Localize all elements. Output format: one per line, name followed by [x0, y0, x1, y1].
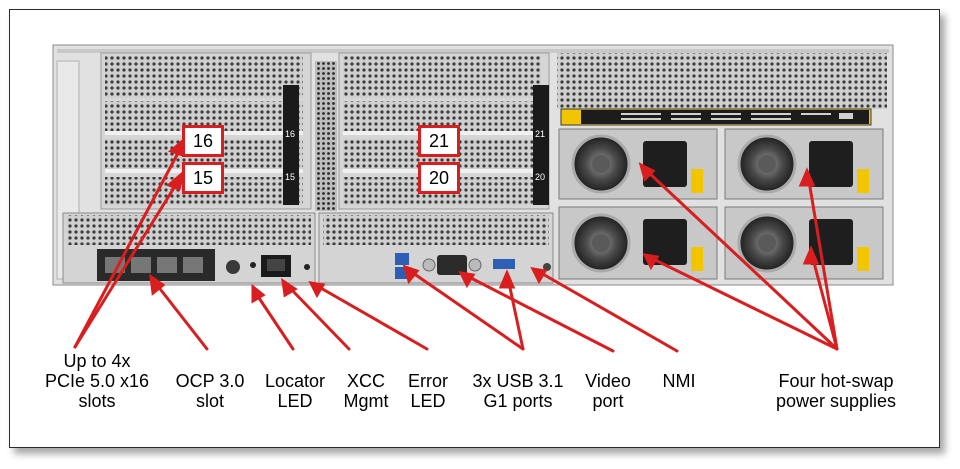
psu-callout-arrow-2: [807, 179, 839, 351]
callout-nmi-line-1: NMI: [662, 371, 696, 391]
callout-ocp-line-1: OCP 3.0: [175, 371, 245, 391]
callout-pcie-line-2: PCIe 5.0 x16: [44, 371, 150, 391]
ocp-callout-arrow: [155, 283, 209, 351]
callout-ocp-slot: OCP 3.0 slot: [170, 371, 250, 411]
psu-callout-arrow-4: [811, 257, 839, 351]
callout-locator-led: Locator LED: [260, 371, 330, 411]
error-callout-arrow: [317, 285, 429, 351]
callout-video-line-2: port: [592, 391, 624, 411]
locator-callout-arrow: [255, 293, 295, 351]
callout-xcc-mgmt: XCC Mgmt: [338, 371, 394, 411]
psu-2: [724, 128, 884, 200]
usb-port-right: [493, 259, 515, 269]
nmi-button: [543, 263, 551, 271]
slot-side-label-16: 16: [285, 129, 296, 139]
callout-pcie-line-3: slots: [78, 391, 116, 411]
callout-nmi: NMI: [654, 371, 704, 391]
video-port: [437, 255, 467, 275]
locator-led: [250, 262, 256, 268]
psu-3: [558, 206, 718, 280]
callout-error-line-2: LED: [410, 391, 446, 411]
callout-power-supplies: Four hot-swap power supplies: [766, 371, 906, 411]
callout-xcc-line-2: Mgmt: [343, 391, 389, 411]
callout-usb-line-2: G1 ports: [483, 391, 553, 411]
callout-video-line-1: Video: [585, 371, 631, 391]
callout-usb-ports: 3x USB 3.1 G1 ports: [468, 371, 568, 411]
slot-number-15: 15: [182, 162, 224, 194]
pcie-callout-arrow-15: [73, 181, 179, 349]
nmi-callout-arrow: [539, 271, 679, 353]
slot-number-16: 16: [182, 125, 224, 157]
callout-error-line-1: Error: [408, 371, 448, 391]
psu-1: [558, 128, 718, 200]
ocp-slot: [97, 249, 215, 281]
psu-callout-arrow-3: [651, 257, 839, 351]
callout-locator-line-2: LED: [277, 391, 313, 411]
callout-error-led: Error LED: [400, 371, 456, 411]
slot-side-label-15: 15: [285, 172, 296, 182]
video-callout-arrow: [467, 275, 615, 353]
usb-callout-arrow-1: [411, 271, 525, 351]
callout-usb-line-1: 3x USB 3.1: [472, 371, 564, 391]
callout-psu-line-1: Four hot-swap: [778, 371, 894, 391]
callout-ocp-line-2: slot: [195, 391, 224, 411]
pcie-callout-arrow-16: [73, 149, 181, 349]
xcc-callout-arrow: [287, 285, 351, 351]
callout-psu-line-2: power supplies: [775, 391, 897, 411]
slot-side-label-20: 20: [535, 172, 546, 182]
usb-callout-arrow-2: [507, 281, 525, 351]
slot-side-label-21: 21: [535, 129, 546, 139]
slot-number-20: 20: [418, 162, 460, 194]
slot-number-21: 21: [418, 125, 460, 157]
psu-callout-arrow-1: [645, 169, 839, 351]
figure-frame: 16 15 21 20 16 15 21 20 Up to 4x PCIe 5.…: [9, 9, 940, 448]
callout-xcc-line-1: XCC: [346, 371, 385, 391]
callout-pcie-slots: Up to 4x PCIe 5.0 x16 slots: [32, 351, 162, 411]
callout-locator-line-1: Locator: [264, 371, 326, 391]
error-led: [304, 264, 310, 270]
callout-video-port: Video port: [578, 371, 638, 411]
callout-pcie-line-1: Up to 4x: [63, 351, 131, 371]
